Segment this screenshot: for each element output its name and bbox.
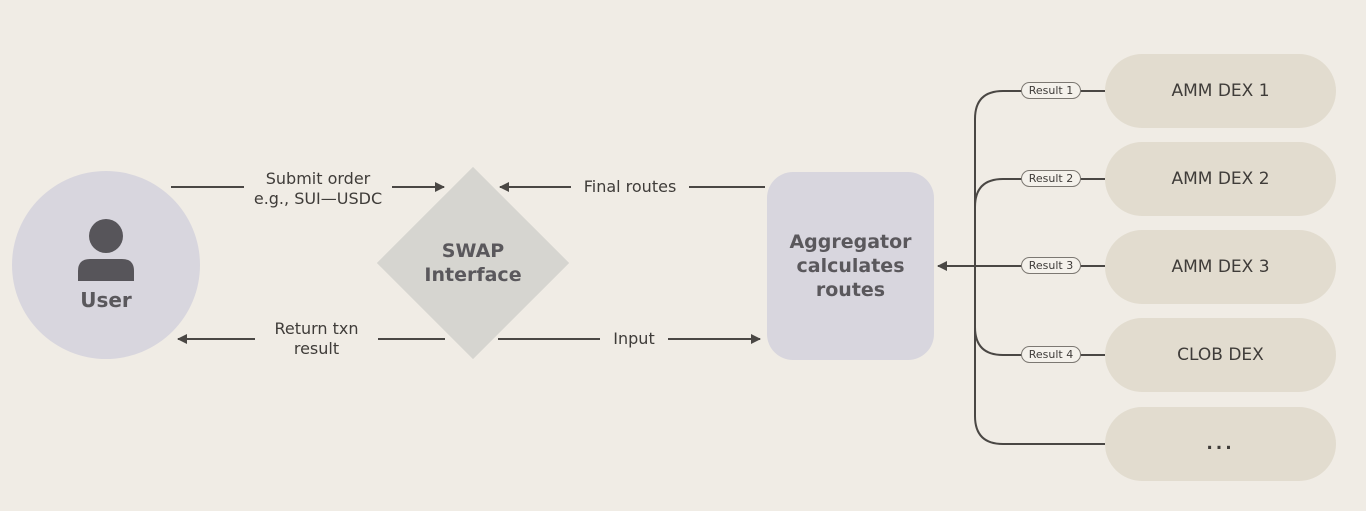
input-label: Input (600, 329, 668, 349)
dex-node-more: ... (1105, 407, 1336, 481)
result-3-pill: Result 3 (1021, 257, 1081, 274)
submit-order-line1: Submit order (265, 169, 371, 188)
submit-order-label: Submit order e.g., SUI—USDC (244, 169, 392, 209)
aggregator-label-line2: calculates (796, 255, 905, 277)
result-4-line (974, 326, 1105, 356)
swap-label-line2: Interface (424, 264, 522, 286)
result-4-pill: Result 4 (1021, 346, 1081, 363)
submit-order-line2: e.g., SUI—USDC (253, 189, 383, 208)
aggregator-label-line3: routes (815, 279, 886, 301)
final-routes-label: Final routes (571, 177, 689, 197)
results-trunk (974, 90, 1105, 445)
result-2-line (974, 178, 1105, 208)
aggregator-label-line1: Aggregator (789, 231, 912, 253)
result-1-pill: Result 1 (1021, 82, 1081, 99)
return-txn-label: Return txn result (255, 319, 378, 359)
user-icon (78, 219, 134, 281)
aggregator-label: Aggregator calculates routes (767, 230, 934, 302)
return-txn-line1: Return txn (274, 319, 359, 338)
swap-label-line1: SWAP (441, 240, 505, 262)
user-label: User (80, 288, 132, 312)
dex-node-amm-2: AMM DEX 2 (1105, 142, 1336, 216)
dex-node-amm-3: AMM DEX 3 (1105, 230, 1336, 304)
result-2-pill: Result 2 (1021, 170, 1081, 187)
dex-node-clob: CLOB DEX (1105, 318, 1336, 392)
swap-interface-label: SWAP Interface (380, 239, 566, 287)
aggregator-node (767, 172, 934, 360)
return-txn-line2: result (293, 339, 340, 358)
dex-node-amm-1: AMM DEX 1 (1105, 54, 1336, 128)
